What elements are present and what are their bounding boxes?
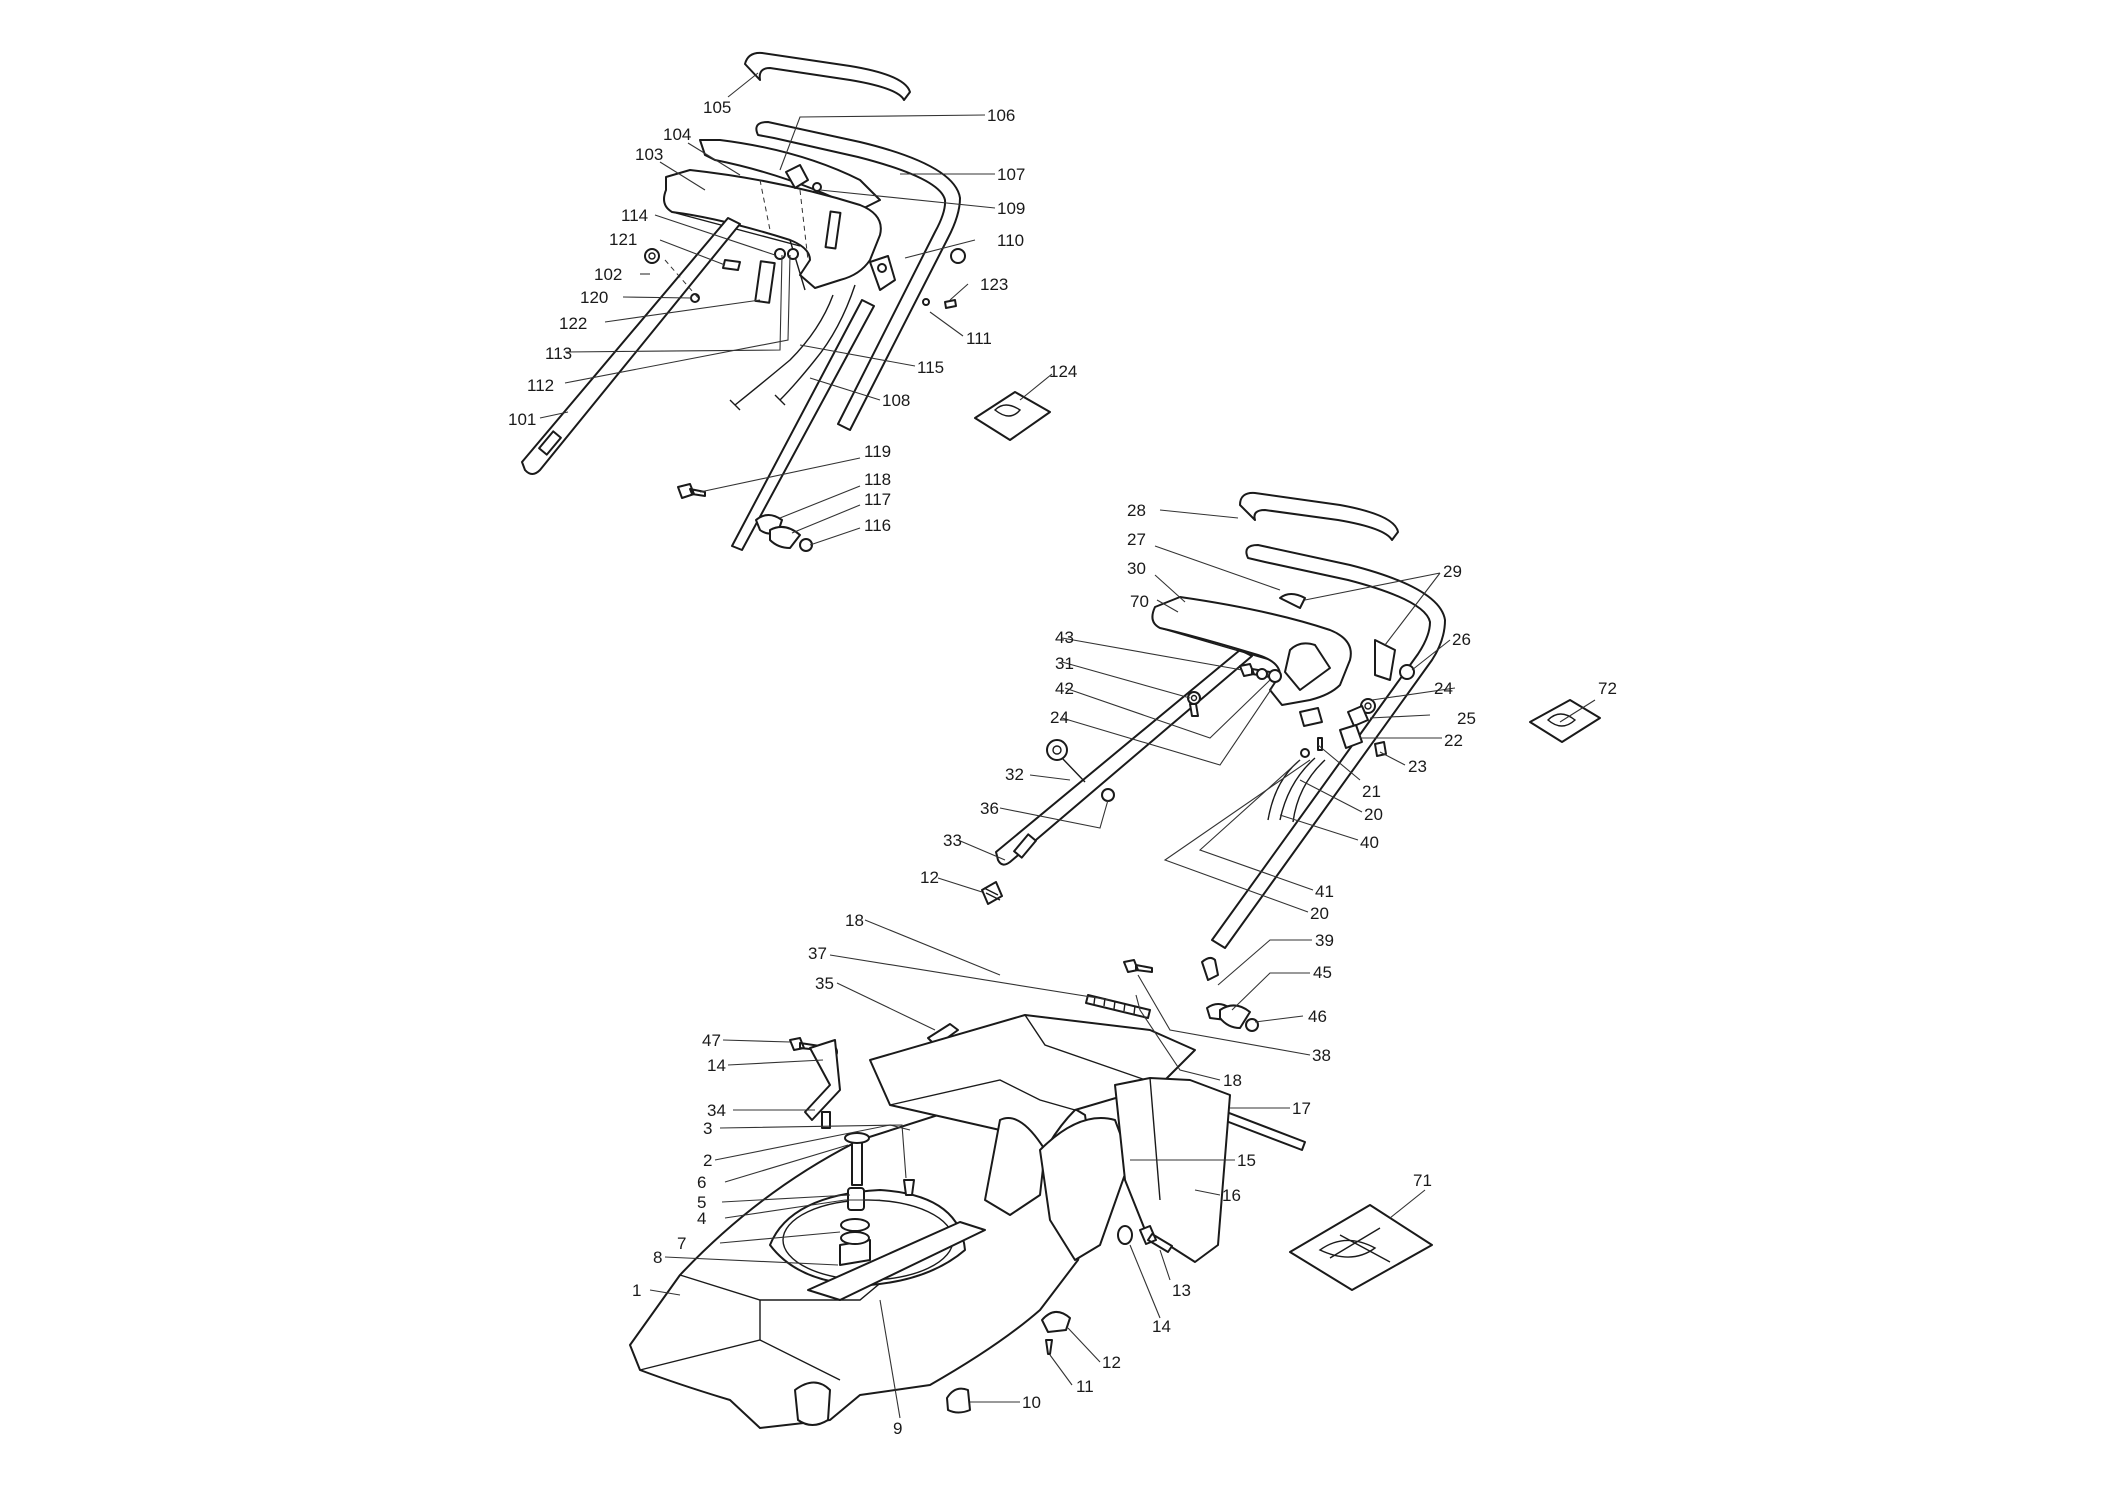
callout-124: 124 [1049,362,1077,381]
callout-20b: 20 [1310,904,1329,923]
callout-29: 29 [1443,562,1462,581]
callout-33: 33 [943,831,962,850]
console-30 [1151,596,1352,706]
callout-13: 13 [1172,1281,1191,1300]
callout-3: 3 [703,1119,712,1138]
callout-12a: 12 [920,868,939,887]
rear-flap-16 [1114,1077,1231,1263]
callout-26: 26 [1452,630,1471,649]
callout-102: 102 [594,265,622,284]
callout-120: 120 [580,288,608,307]
grip-28 [1239,491,1399,541]
callout-110: 110 [997,231,1024,250]
callout-42: 42 [1055,679,1074,698]
callout-20a: 20 [1364,805,1383,824]
callout-14b: 14 [1152,1317,1171,1336]
deck-housing [629,1014,1433,1429]
callout-70: 70 [1130,592,1149,611]
hardware-bag-72 [1529,699,1601,743]
callout-101: 101 [508,410,536,429]
callout-30: 30 [1127,559,1146,578]
callout-121: 121 [609,230,637,249]
callout-39: 39 [1315,931,1334,950]
callout-21: 21 [1362,782,1381,801]
callout-116: 116 [864,516,891,535]
callout-1: 1 [632,1281,641,1300]
callout-24b: 24 [1050,708,1069,727]
callout-119: 119 [864,442,891,461]
callout-46: 46 [1308,1007,1327,1026]
callout-31: 31 [1055,654,1074,673]
callout-71: 71 [1413,1171,1432,1190]
callout-18b: 18 [1223,1071,1242,1090]
callout-114: 114 [621,206,648,225]
upper-handle-assembly [521,51,1051,552]
callout-107: 107 [997,165,1025,184]
callout-8: 8 [653,1248,662,1267]
callout-45: 45 [1313,963,1332,982]
washer-117 [769,525,801,549]
callout-5: 5 [697,1193,706,1212]
callout-2: 2 [703,1151,712,1170]
callout-105: 105 [703,98,731,117]
callout-112: 112 [527,376,554,395]
blade-9 [807,1221,986,1301]
callout-32: 32 [1005,765,1024,784]
callout-47: 47 [702,1031,721,1050]
lower-handle-assembly [789,491,1601,1151]
handle-bar-27 [1211,544,1446,949]
handle-tube-101 [521,217,741,475]
hardware-bag-71 [1289,1204,1433,1291]
callout-103: 103 [635,145,663,164]
callout-6: 6 [697,1173,706,1192]
handle-bar-107 [755,121,961,431]
bolt-119 [677,483,706,499]
callout-16: 16 [1222,1186,1241,1205]
callout-122: 122 [559,314,587,333]
callout-108: 108 [882,391,910,410]
callout-14a: 14 [707,1056,726,1075]
callout-24a: 24 [1434,679,1453,698]
grip-105 [744,51,911,101]
callout-72: 72 [1598,679,1617,698]
callout-104: 104 [663,125,691,144]
callout-41: 41 [1315,882,1334,901]
callout-17: 17 [1292,1099,1311,1118]
callout-4: 4 [697,1209,706,1228]
callout-12b: 12 [1102,1353,1121,1372]
callout-9: 9 [893,1419,902,1438]
slot-122 [754,260,776,304]
callout-35: 35 [815,974,834,993]
callout-27: 27 [1127,530,1146,549]
callout-118: 118 [864,470,891,489]
callout-109: 109 [997,199,1025,218]
callout-111: 111 [966,329,992,348]
callout-labels: 105 106 104 103 107 109 114 110 121 102 … [508,98,1617,1438]
callout-43: 43 [1055,628,1074,647]
callout-11: 11 [1076,1377,1094,1396]
callout-22: 22 [1444,731,1463,750]
callout-36: 36 [980,799,999,818]
callout-25: 25 [1457,709,1476,728]
callout-15: 15 [1237,1151,1256,1170]
callout-115: 115 [917,358,944,377]
callout-117: 117 [864,490,891,509]
callout-37: 37 [808,944,827,963]
callout-7: 7 [677,1234,686,1253]
handle-tube-left [995,649,1253,866]
handle-tube-108 [731,299,875,551]
callout-28: 28 [1127,501,1146,520]
callout-40: 40 [1360,833,1379,852]
callout-113: 113 [545,344,572,363]
callout-38: 38 [1312,1046,1331,1065]
callout-34: 34 [707,1101,726,1120]
callout-18a: 18 [845,911,864,930]
leader-lines [539,72,1596,1419]
callout-10: 10 [1022,1393,1041,1412]
callout-106: 106 [987,106,1015,125]
callout-23: 23 [1408,757,1427,776]
callout-123: 123 [980,275,1008,294]
